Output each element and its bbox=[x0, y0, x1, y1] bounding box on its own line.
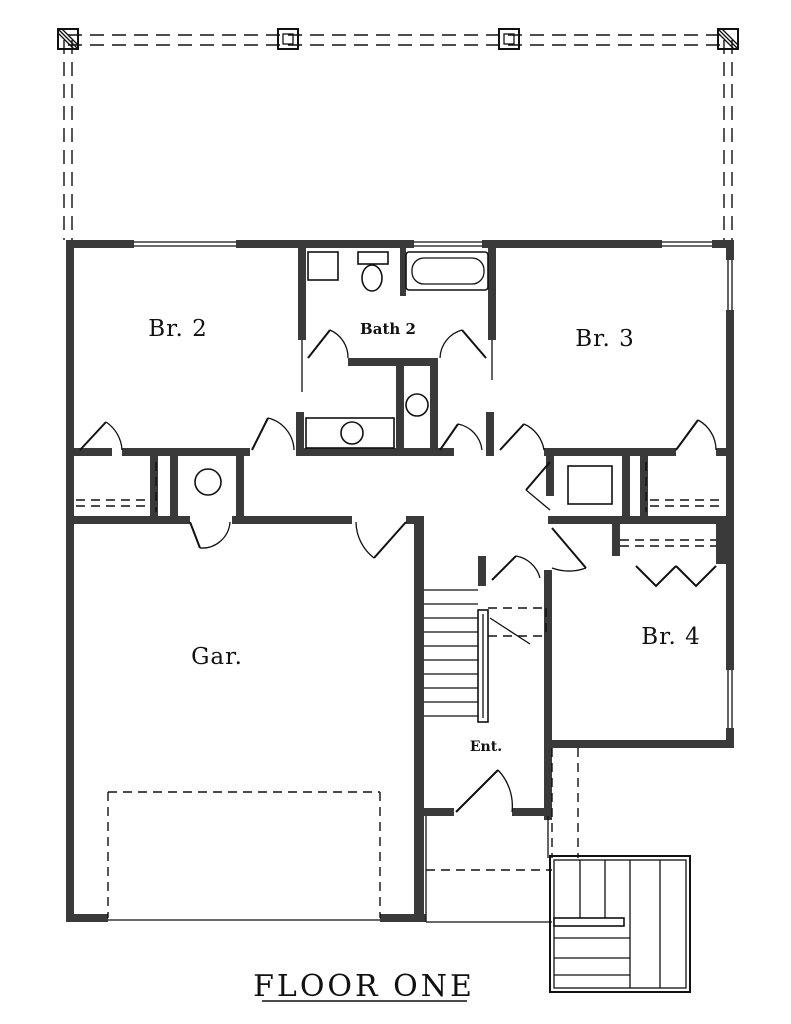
porch bbox=[57, 28, 739, 240]
doors bbox=[79, 329, 717, 813]
exterior-walls bbox=[66, 240, 734, 922]
room-label-br3: Br. 3 bbox=[575, 326, 635, 352]
vanity-cabinet bbox=[307, 251, 339, 281]
garage-door bbox=[107, 791, 381, 921]
room-label-br4: Br. 4 bbox=[641, 624, 701, 650]
hall-sink-basin bbox=[405, 393, 429, 417]
sink-basin bbox=[340, 421, 364, 445]
toilet-bowl bbox=[361, 264, 383, 292]
bathtub bbox=[405, 251, 489, 291]
water-heater-icon bbox=[194, 468, 222, 496]
room-label-garage: Gar. bbox=[191, 644, 243, 670]
porch-post bbox=[717, 28, 739, 50]
front-stoop bbox=[425, 748, 579, 923]
toilet-tank bbox=[357, 251, 389, 265]
porch-post bbox=[277, 28, 299, 50]
room-label-br2: Br. 2 bbox=[148, 316, 208, 342]
porch-post bbox=[57, 28, 79, 50]
closet-shelves bbox=[76, 462, 724, 547]
mechanical-fixtures bbox=[194, 465, 613, 505]
interior-walls bbox=[66, 240, 734, 748]
porch-post bbox=[498, 28, 520, 50]
plan-title: FLOOR ONE bbox=[253, 969, 475, 1004]
furnace-icon bbox=[567, 465, 613, 505]
exterior-stairs bbox=[549, 855, 691, 993]
interior-stairs bbox=[424, 589, 547, 723]
bath-fixtures bbox=[305, 251, 489, 449]
room-label-bath2: Bath 2 bbox=[360, 320, 416, 338]
room-label-entry: Ent. bbox=[470, 739, 502, 755]
